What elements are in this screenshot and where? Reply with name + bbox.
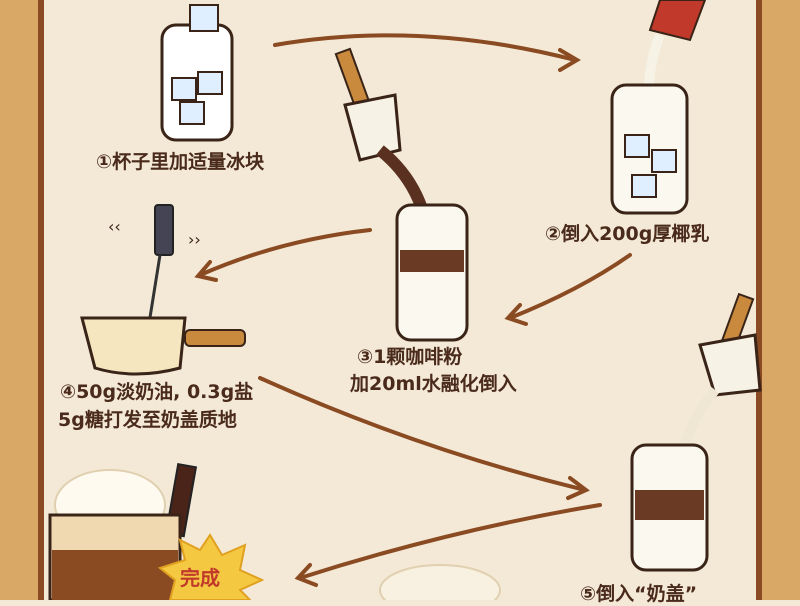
glass-with-ice: [160, 4, 234, 142]
right-border: [762, 0, 800, 600]
svg-text:‹‹: ‹‹: [108, 217, 121, 236]
step-4-label-line2: 5g糖打发至奶盖质地: [58, 409, 237, 431]
glass-with-coffee: [334, 47, 469, 342]
glass-pouring-coconut-milk: [610, 0, 707, 215]
left-border: [0, 0, 38, 600]
step-1-label: ①杯子里加适量冰块: [96, 151, 265, 173]
svg-text:››: ››: [188, 230, 201, 249]
step-4-label-line1: ④50g淡奶油, 0.3g盐: [60, 381, 254, 403]
finished-drink: [48, 462, 501, 600]
badge-burst: [157, 533, 265, 600]
jug-with-whisk: ‹‹ ››: [80, 204, 246, 376]
step-2-label: ②倒入200g厚椰乳: [545, 223, 710, 245]
step-3-label-line1: ③1颗咖啡粉: [357, 346, 463, 368]
arrows: [194, 33, 632, 587]
step-3-label-line2: 加20ml水融化倒入: [350, 373, 517, 395]
glass-with-foam: [630, 292, 762, 572]
complete-badge-text: 完成: [180, 566, 220, 590]
step-5-label: ⑤倒入“奶盖”: [580, 583, 698, 605]
